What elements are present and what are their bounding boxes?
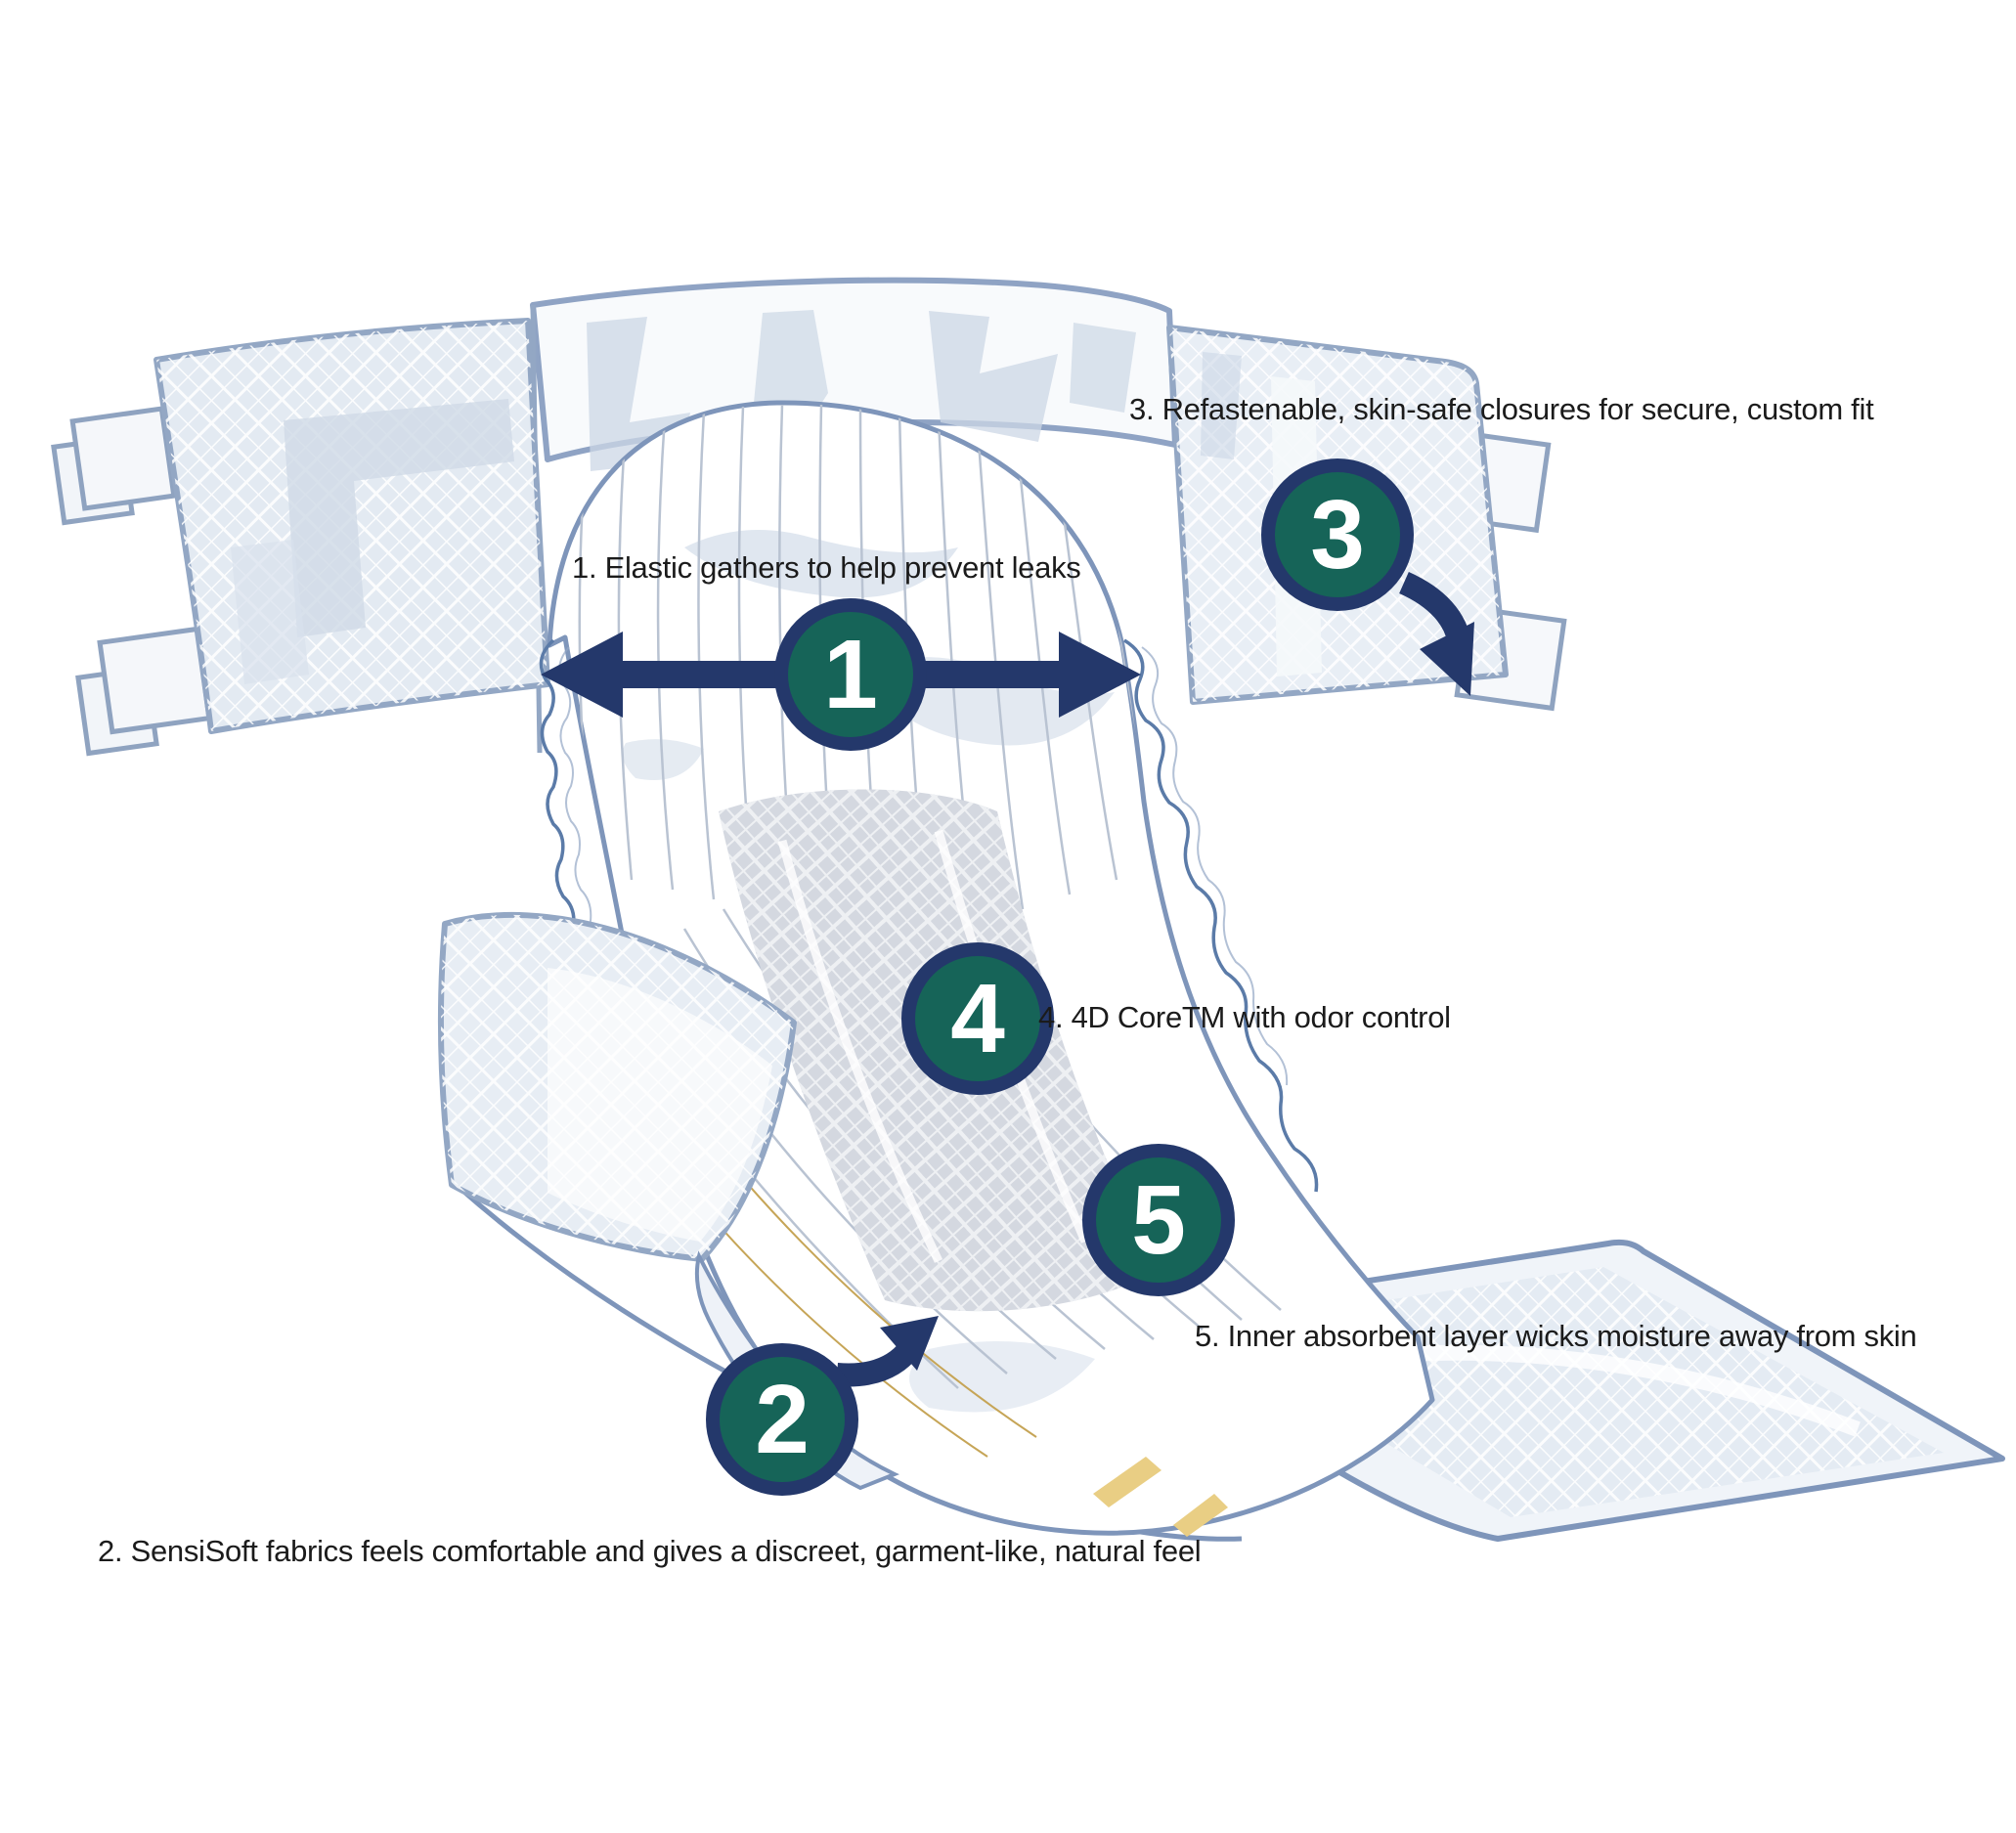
badge-2: 2 — [706, 1343, 858, 1496]
badge-4-number: 4 — [950, 963, 1005, 1073]
badge-1-number: 1 — [823, 619, 878, 729]
callout-label-5: 5. Inner absorbent layer wicks moisture … — [1195, 1319, 1917, 1353]
callout-label-4: 4. 4D CoreTM with odor control — [1038, 1000, 1451, 1034]
arrow-2-curved — [836, 1316, 939, 1387]
left-wing-panel — [51, 318, 550, 757]
badge-1: 1 — [774, 598, 927, 751]
callout-label-2: 2. SensiSoft fabrics feels comfortable a… — [98, 1534, 1202, 1568]
badge-4: 4 — [901, 942, 1054, 1095]
wetness-indicator — [1093, 1457, 1228, 1537]
callout-label-1: 1. Elastic gathers to help prevent leaks — [572, 550, 1081, 585]
badge-3: 3 — [1261, 458, 1414, 611]
badge-5: 5 — [1082, 1144, 1235, 1296]
badge-3-number: 3 — [1310, 479, 1365, 589]
badge-5-number: 5 — [1131, 1164, 1186, 1275]
left-tab-upper — [69, 406, 177, 511]
callout-label-3: 3. Refastenable, skin-safe closures for … — [1129, 392, 1874, 426]
arrow-3-curved — [1398, 572, 1474, 696]
left-tab-lower — [97, 626, 212, 735]
elastic-gathers-right — [1123, 638, 1319, 1193]
badge-2-number: 2 — [755, 1364, 810, 1474]
